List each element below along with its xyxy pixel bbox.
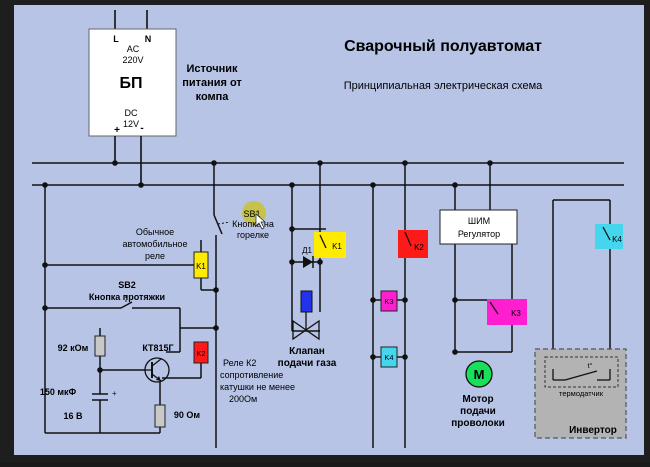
inverter-label: Инвертор <box>569 425 617 436</box>
k3-coil-tag: K3 <box>384 297 393 306</box>
junction-dots <box>42 160 493 373</box>
thermal-sensor-label: термодатчик <box>559 389 604 398</box>
valve-caption-line-1: Клапан <box>289 346 325 357</box>
k2-caption-line-1: Реле К2 <box>223 358 256 368</box>
transistor-label: КТ815Г <box>142 343 173 353</box>
capacitor <box>92 393 108 401</box>
psu-caption-line-1: Источник <box>186 63 238 75</box>
sb1-caption-line-1: Кнопка на <box>232 219 274 229</box>
k3-contact-tag: K3 <box>511 309 521 318</box>
k1-caption-line-3: реле <box>145 251 165 261</box>
capacitor-label-2: 16 В <box>63 411 83 421</box>
motor-caption-line-3: проволоки <box>451 418 505 429</box>
k2-contact: K2 <box>398 230 428 258</box>
psu-dc-voltage: 12V <box>123 119 139 129</box>
resistor-90-label: 90 Ом <box>174 410 201 420</box>
k1-coil-tag: K1 <box>196 262 206 271</box>
psu-dc-label: DC <box>125 108 138 118</box>
k1-caption-line-2: автомобильное <box>123 239 188 249</box>
k4-contact-tag: K4 <box>612 235 622 244</box>
pwm-regulator: ШИМ Регулятор <box>439 209 518 245</box>
k2-contact-tag: K2 <box>414 243 424 252</box>
pwm-line-2: Регулятор <box>458 229 500 239</box>
diagram-title: Сварочный полуавтомат <box>344 38 542 55</box>
sb1-button: SB1 Кнопка на горелке <box>213 201 274 240</box>
k2-coil-tag: K2 <box>196 349 205 358</box>
motor-caption-line-2: подачи <box>460 406 496 417</box>
wiring <box>44 163 611 448</box>
sb2-label: SB2 <box>118 280 136 290</box>
valve-caption-line-2: подачи газа <box>278 358 337 369</box>
relay-k2-coil: K2 <box>193 341 209 364</box>
pwm-line-1: ШИМ <box>468 216 490 226</box>
resistor-92k-label: 92 кОм <box>58 343 89 353</box>
relay-k4-coil: K4 <box>380 346 398 368</box>
sb1-caption-line-2: горелке <box>237 230 269 240</box>
capacitor-label-1: 150 мкФ <box>40 387 77 397</box>
power-supply: L N AC 220V БП DC 12V + - <box>88 10 177 185</box>
k1-caption-line-1: Обычное <box>136 227 174 237</box>
thermal-sensor-box <box>544 356 619 388</box>
sb1-label: SB1 <box>243 209 260 219</box>
motor-caption-line-1: Мотор <box>462 394 493 405</box>
psu-minus-label: - <box>140 123 143 134</box>
psu-plus-label: + <box>114 125 120 136</box>
relay-k3-coil: K3 <box>380 290 398 312</box>
k4-contact: K4 <box>595 224 623 249</box>
k1-contact: K1 <box>314 232 346 258</box>
diagram-subtitle: Принципиальная электрическая схема <box>344 80 543 92</box>
k2-caption-line-3: катушки не менее <box>220 382 295 392</box>
power-supply-box <box>88 28 177 137</box>
inverter: t° термодатчик Инвертор <box>534 348 627 439</box>
psu-name: БП <box>120 75 143 92</box>
transistor <box>144 357 170 383</box>
gas-valve <box>292 290 320 341</box>
capacitor-plus: + <box>112 389 117 398</box>
diode-label: Д1 <box>302 246 312 255</box>
thermal-symbol: t° <box>588 362 593 370</box>
motor: M <box>465 360 493 388</box>
resistor-92k <box>94 335 106 357</box>
k2-caption-line-2: сопротивление <box>220 370 283 380</box>
psu-l-label: L <box>113 34 119 44</box>
k4-coil-tag: K4 <box>384 353 393 362</box>
sb2-caption: Кнопка протяжки <box>89 292 165 302</box>
supply-rails <box>32 162 624 186</box>
psu-ac-label: AC <box>127 44 140 54</box>
sb2-button: SB2 Кнопка протяжки <box>89 280 165 309</box>
diode: Д1 <box>302 246 314 268</box>
relay-k1-coil: K1 <box>193 251 209 279</box>
psu-caption-line-2: питания от <box>182 77 242 89</box>
psu-caption-line-3: компа <box>196 91 230 103</box>
psu-n-label: N <box>145 34 152 44</box>
mouse-pointer-icon <box>255 213 266 230</box>
psu-ac-voltage: 220V <box>122 55 143 65</box>
motor-symbol: M <box>474 367 485 382</box>
k1-contact-tag: K1 <box>332 242 342 251</box>
k2-caption-line-4: 200Ом <box>229 394 257 404</box>
resistor-90 <box>154 404 166 428</box>
k3-contact: K3 <box>487 299 527 325</box>
